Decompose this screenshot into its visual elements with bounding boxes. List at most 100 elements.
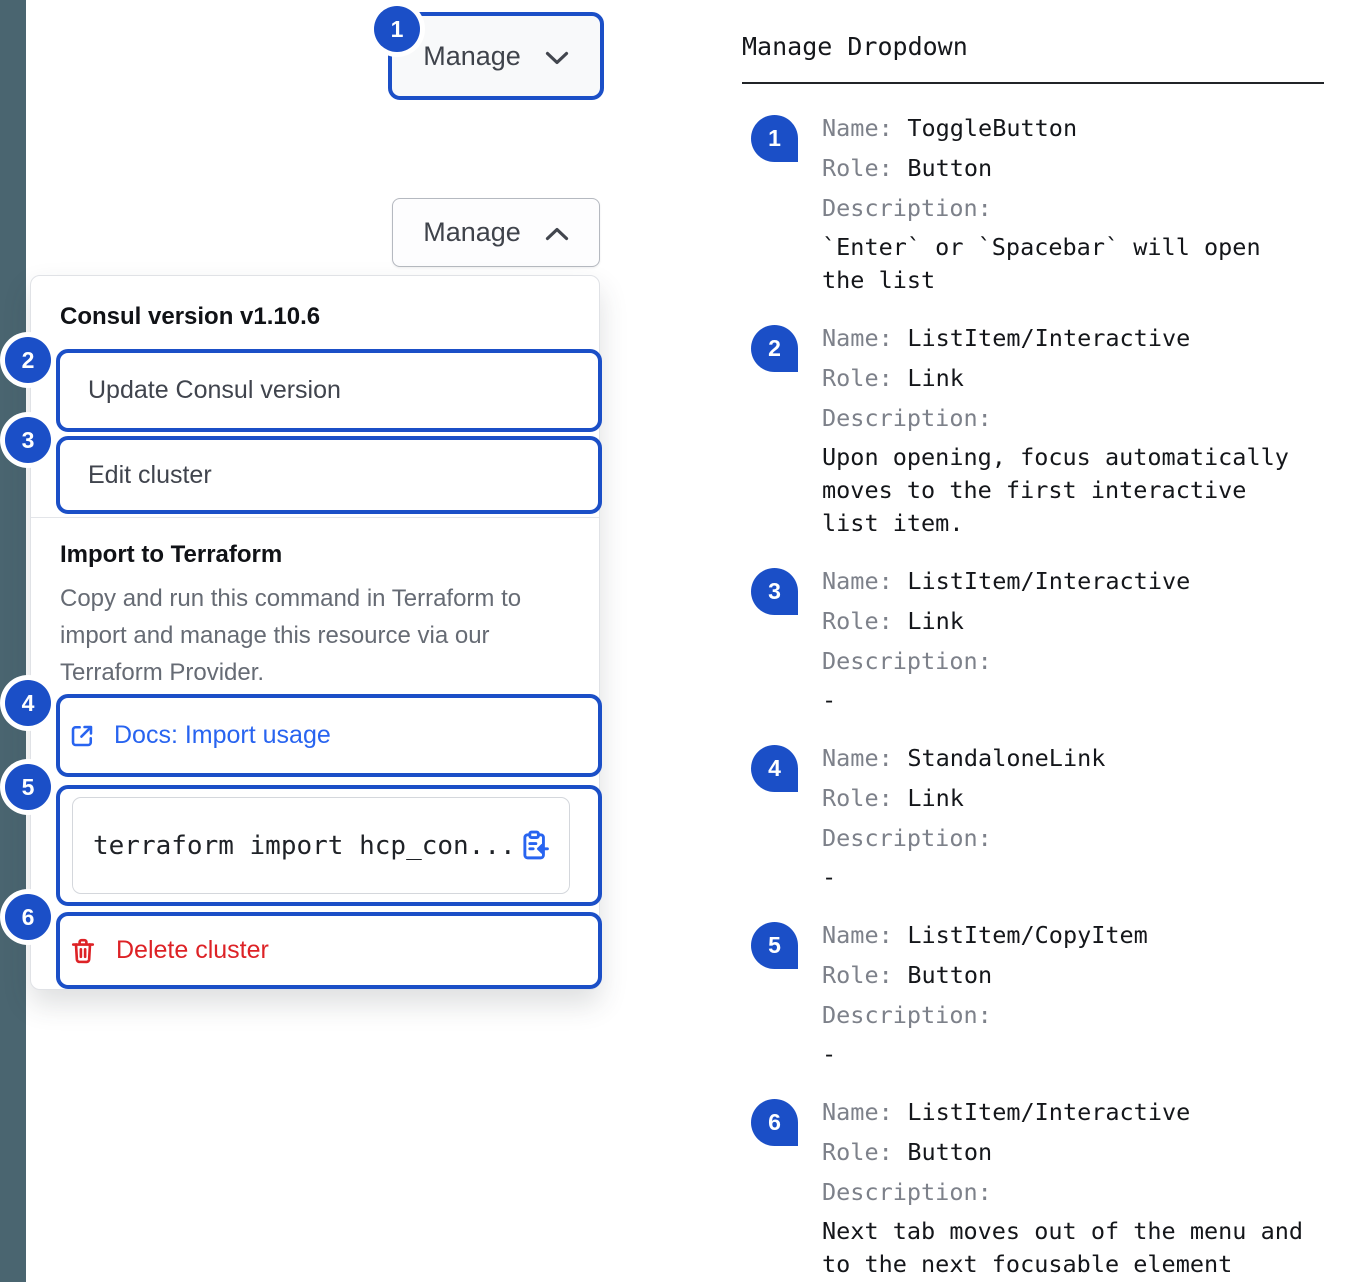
manage-dropdown-toggle-button[interactable]: Manage xyxy=(388,12,604,100)
legend-description-line: Description: xyxy=(822,641,1190,681)
legend-badge-col: 1 xyxy=(742,108,800,297)
clipboard-copy-icon xyxy=(518,829,551,862)
legend-role-line: Role: Link xyxy=(822,358,1310,398)
update-consul-version-label: Update Consul version xyxy=(88,376,341,404)
delete-cluster-label: Delete cluster xyxy=(116,936,269,964)
import-description-text: Copy and run this command in Terraform t… xyxy=(60,585,522,686)
annotation-badge-6: 6 xyxy=(5,894,51,940)
legend-role-line: Role: Link xyxy=(822,601,1190,641)
annotation-badge-1: 1 xyxy=(374,6,420,52)
legend-badge-5: 5 xyxy=(751,922,798,969)
role-value: Link xyxy=(907,784,964,812)
legend-item-lines: Name:ListItem/Interactive Role: Link Desc… xyxy=(822,561,1190,717)
name-label: Name: xyxy=(822,744,893,772)
page-edge-strip xyxy=(0,0,26,1282)
chevron-up-icon xyxy=(545,217,569,248)
legend-badge-1: 1 xyxy=(751,115,798,162)
legend-description-line: Description: xyxy=(822,995,1148,1035)
legend-title: Manage Dropdown xyxy=(742,32,968,61)
edit-cluster-label: Edit cluster xyxy=(88,460,212,489)
role-label: Role: xyxy=(822,154,893,182)
legend-item-5: 5 Name:ListItem/CopyItem Role: Button Des… xyxy=(742,915,1324,1071)
role-value: Link xyxy=(907,364,964,392)
description-label: Description: xyxy=(822,404,992,432)
annotation-badge-5: 5 xyxy=(5,764,51,810)
name-value: ListItem/Interactive xyxy=(907,1098,1191,1126)
description-label: Description: xyxy=(822,824,992,852)
description-label: Description: xyxy=(822,1001,992,1029)
role-value: Button xyxy=(907,961,993,989)
role-label: Role: xyxy=(822,961,893,989)
annotation-badge-3: 3 xyxy=(5,417,51,463)
role-label: Role: xyxy=(822,1138,893,1166)
legend-role-line: Role:Link xyxy=(822,778,1105,818)
menu-divider xyxy=(31,517,599,518)
description-value: - xyxy=(822,686,837,714)
legend-badge-col: 2 xyxy=(742,318,800,540)
description-value: Next tab moves out of the menu and to th… xyxy=(822,1217,1304,1278)
legend-item-6: 6 Name: ListItem/Interactive Role: Button … xyxy=(742,1092,1324,1281)
name-value: ToggleButton xyxy=(907,114,1078,142)
legend-divider xyxy=(742,82,1324,84)
legend-item-lines: Name:ListItem/CopyItem Role: Button Descr… xyxy=(822,915,1148,1071)
manage-button-label: Manage xyxy=(423,40,521,71)
legend-name-line: Name:ListItem/Interactive xyxy=(822,561,1190,601)
legend-item-lines: Name:ListItem/Interactive Role: Link Desc… xyxy=(822,318,1310,540)
import-to-terraform-header: Import to Terraform xyxy=(60,541,283,568)
legend-badge-6: 6 xyxy=(751,1099,798,1146)
manage-button-label: Manage xyxy=(423,217,521,247)
consul-version-header: Consul version v1.10.6 xyxy=(60,303,321,330)
legend-panel: Manage Dropdown 1 Name: ToggleButton Role… xyxy=(742,30,1324,1282)
legend-item-lines: Name: ToggleButton Role: Button Descriptio… xyxy=(822,108,1310,297)
description-value: - xyxy=(822,863,837,891)
legend-role-line: Role: Button xyxy=(822,955,1148,995)
menu-item-delete-cluster[interactable]: Delete cluster xyxy=(56,912,602,989)
legend-description-line: Description: xyxy=(822,188,1310,228)
legend-name-line: Name:ListItem/CopyItem xyxy=(822,915,1148,955)
legend-role-line: Role: Button xyxy=(822,1132,1310,1172)
annotation-badge-2: 2 xyxy=(5,337,51,383)
name-label: Name: xyxy=(822,1098,893,1126)
legend-description-line: Description: xyxy=(822,1172,1310,1212)
role-value: Button xyxy=(907,154,993,182)
legend-item-lines: Name: ListItem/Interactive Role: Button De… xyxy=(822,1092,1310,1281)
docs-import-usage-link[interactable]: Docs: Import usage xyxy=(60,721,331,750)
legend-badge-col: 3 xyxy=(742,561,800,717)
legend-item-4: 4 Name: StandaloneLink Role:Link Descript… xyxy=(742,738,1324,894)
legend-badge-col: 5 xyxy=(742,915,800,1071)
name-label: Name: xyxy=(822,324,893,352)
legend-name-line: Name:ListItem/Interactive xyxy=(822,318,1310,358)
manage-dropdown-open-button[interactable]: Manage xyxy=(392,198,600,267)
legend-description-line: Description: xyxy=(822,398,1310,438)
description-value: - xyxy=(822,1040,837,1068)
external-link-icon xyxy=(68,722,96,750)
legend-name-line: Name: ToggleButton xyxy=(822,108,1310,148)
role-value: Button xyxy=(907,1138,993,1166)
legend-item-1: 1 Name: ToggleButton Role: Button Descript… xyxy=(742,108,1324,297)
menu-item-edit-cluster[interactable]: Edit cluster xyxy=(56,436,602,514)
role-value: Link xyxy=(907,607,964,635)
legend-badge-3: 3 xyxy=(751,568,798,615)
delete-cluster-row[interactable]: Delete cluster xyxy=(60,936,269,966)
code-snippet-field[interactable]: terraform import hcp_con... xyxy=(72,797,570,894)
role-label: Role: xyxy=(822,364,893,392)
menu-item-docs-import-usage[interactable]: Docs: Import usage xyxy=(56,694,602,777)
copy-snippet-button[interactable] xyxy=(516,827,553,864)
name-value: ListItem/Interactive xyxy=(907,567,1191,595)
name-value: StandaloneLink xyxy=(907,744,1106,772)
menu-item-update-consul-version[interactable]: Update Consul version xyxy=(56,349,602,432)
legend-badge-col: 4 xyxy=(742,738,800,894)
legend-description-line: Description: xyxy=(822,818,1105,858)
legend-role-line: Role: Button xyxy=(822,148,1310,188)
description-value: Upon opening, focus automatically moves … xyxy=(822,443,1289,537)
menu-item-copy-snippet xyxy=(56,785,602,906)
legend-badge-col: 6 xyxy=(742,1092,800,1281)
docs-import-usage-label: Docs: Import usage xyxy=(114,721,331,749)
legend-name-line: Name: StandaloneLink xyxy=(822,738,1105,778)
legend-item-3: 3 Name:ListItem/Interactive Role: Link De… xyxy=(742,561,1324,717)
name-label: Name: xyxy=(822,921,893,949)
description-label: Description: xyxy=(822,1178,992,1206)
name-label: Name: xyxy=(822,114,893,142)
role-label: Role: xyxy=(822,607,893,635)
